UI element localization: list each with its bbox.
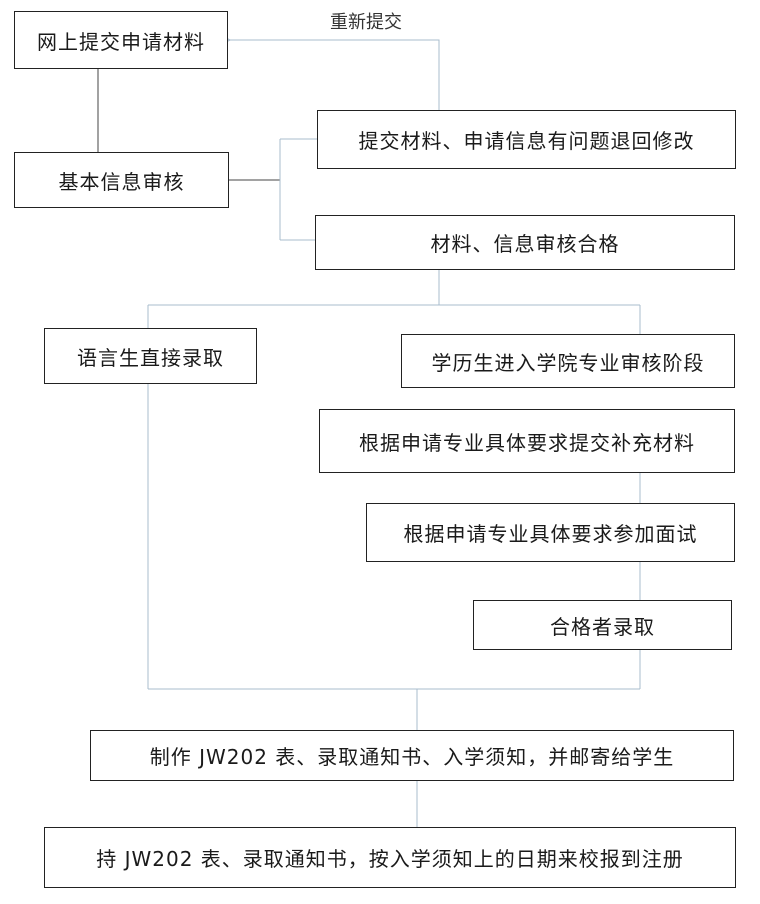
node-problem-return: 提交材料、申请信息有问题退回修改 bbox=[317, 110, 736, 169]
node-interview: 根据申请专业具体要求参加面试 bbox=[366, 503, 735, 562]
node-prepare-docs: 制作 JW202 表、录取通知书、入学须知，并邮寄给学生 bbox=[90, 730, 734, 781]
node-supplement: 根据申请专业具体要求提交补充材料 bbox=[319, 409, 735, 473]
node-review-pass: 材料、信息审核合格 bbox=[315, 215, 735, 270]
node-qualified-admit: 合格者录取 bbox=[473, 600, 732, 650]
connector-resubmit-arrow bbox=[230, 40, 440, 110]
node-degree-stage: 学历生进入学院专业审核阶段 bbox=[401, 334, 735, 388]
resubmit-label: 重新提交 bbox=[330, 12, 402, 33]
node-online-submit: 网上提交申请材料 bbox=[14, 11, 228, 69]
node-basic-review: 基本信息审核 bbox=[14, 152, 229, 208]
node-register: 持 JW202 表、录取通知书，按入学须知上的日期来校报到注册 bbox=[44, 827, 736, 888]
node-language-admit: 语言生直接录取 bbox=[44, 328, 257, 384]
